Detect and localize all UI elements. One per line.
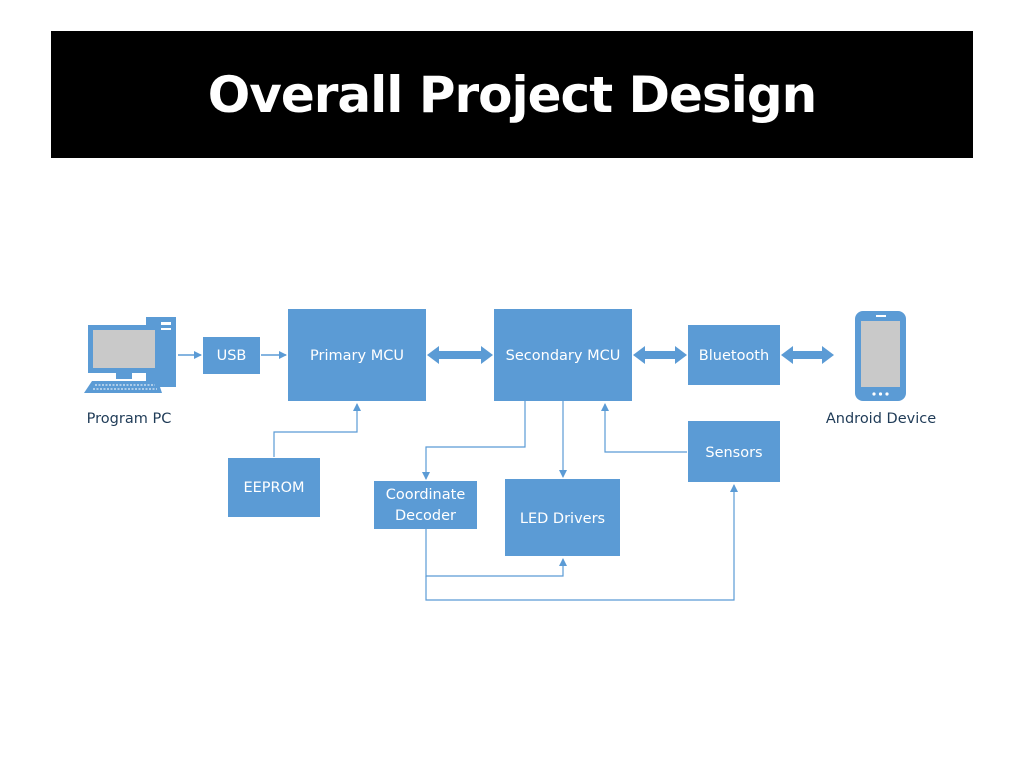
- led-drivers-block: LED Drivers: [505, 479, 620, 556]
- title-bar: Overall Project Design: [51, 31, 973, 158]
- edge-eeprom-to-primary-mcu: [273, 403, 361, 457]
- coordinate-decoder-label-line2: Decoder: [395, 508, 456, 524]
- desktop-computer-icon: [84, 317, 176, 393]
- sensors-label: Sensors: [705, 445, 762, 461]
- usb-block: USB: [203, 337, 260, 374]
- secondary-mcu-label: Secondary MCU: [506, 348, 621, 364]
- bluetooth-label: Bluetooth: [699, 348, 769, 364]
- edge-primary-to-secondary-mcu: [427, 346, 493, 364]
- edge-sensors-to-secondary-mcu: [601, 403, 687, 453]
- primary-mcu-block: Primary MCU: [288, 309, 426, 401]
- led-drivers-label: LED Drivers: [520, 511, 605, 527]
- eeprom-label: EEPROM: [243, 480, 304, 496]
- usb-label: USB: [217, 348, 247, 364]
- edge-coordinate-decoder-to-led-drivers: [425, 529, 567, 577]
- primary-mcu-label: Primary MCU: [310, 348, 404, 364]
- eeprom-block: EEPROM: [228, 458, 320, 517]
- coordinate-decoder-block: Coordinate Decoder: [374, 481, 477, 529]
- sensors-block: Sensors: [688, 421, 780, 482]
- smartphone-icon: [855, 311, 906, 401]
- edge-secondary-mcu-to-bluetooth: [633, 346, 687, 364]
- bluetooth-block: Bluetooth: [688, 325, 780, 385]
- program-pc-label: Program PC: [87, 411, 172, 427]
- edge-bluetooth-to-android: [781, 346, 834, 364]
- edge-coordinate-decoder-to-sensors: [425, 484, 738, 601]
- edge-secondary-mcu-to-coordinate-decoder: [422, 401, 526, 480]
- secondary-mcu-block: Secondary MCU: [494, 309, 632, 401]
- android-device-label: Android Device: [826, 411, 936, 427]
- coordinate-decoder-label-line1: Coordinate: [386, 487, 466, 503]
- slide-title: Overall Project Design: [207, 65, 817, 124]
